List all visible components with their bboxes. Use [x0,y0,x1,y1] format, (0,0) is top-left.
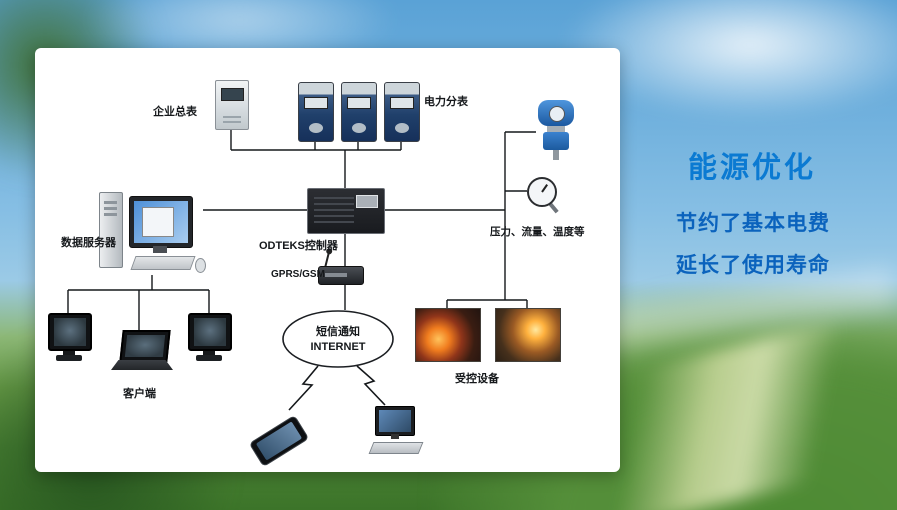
crt-neck [63,351,75,355]
transmitter-body [543,132,569,150]
slide-bullet: 延长了使用寿命 [676,254,830,277]
enterprise-meter-label: 企业总表 [153,106,197,118]
furnace-photo-icon [495,308,561,362]
power-submeter-label: 电力分表 [424,96,468,108]
diagram-panel: 企业总表 电力分表 压力、流量、温度等 ODTEKS控制器 数据服务器 GPRS… [35,48,620,472]
server-monitor [129,196,193,248]
internet-cloud-ellipse [282,310,394,368]
clients-label: 客户端 [123,388,156,400]
meter-display [221,88,244,101]
keyboard-icon [130,256,196,270]
pressure-transmitter-icon [536,100,576,164]
meter-display [304,97,328,109]
data-server-label: 数据服务器 [61,237,116,249]
enterprise-meter-icon [215,80,249,130]
keyboard-icon [368,442,424,454]
client-monitor-icon [188,313,232,363]
internet-cloud-text: 短信通知 INTERNET [285,325,391,355]
meter-bus-line [230,128,402,188]
power-submeter-icon [384,82,420,142]
crt-screen [188,313,232,351]
client-bus-line [67,209,307,330]
server-tower [99,192,123,268]
meter-display [347,97,371,109]
background-light-band [595,267,897,351]
lightning-bolt-icon [356,365,386,406]
transmitter-neck [547,126,565,132]
power-submeter-icon [341,82,377,142]
sms-notify-text: 短信通知 [316,326,360,338]
pc-stand [391,434,399,439]
slide-bullet: 节约了基本电费 [676,212,830,235]
transmitter-head [538,100,574,126]
gauge-icon [527,177,567,217]
monitor-stand [153,246,167,253]
crt-neck [203,351,215,355]
internet-text: INTERNET [310,340,366,353]
sensor-equipment-line [383,131,536,308]
server-screen [134,201,188,243]
controlled-equipment-label: 受控设备 [455,373,499,385]
client-monitor-icon [48,313,92,363]
gsm-modem-icon [318,251,364,285]
lightning-bolt-icon [288,365,319,411]
modem-body [318,266,364,285]
crt-base [196,355,222,361]
slide-title: 能源优化 [688,152,817,184]
laptop-base [111,360,173,370]
furnace-photo-icon [415,308,481,362]
odteks-controller-icon [307,188,385,234]
meter-display [390,97,414,109]
transmitter-stem [553,150,559,160]
gprs-label: GPRS/GSM [271,269,325,280]
controller-terminals [314,197,354,225]
desktop-pc-icon [367,406,424,458]
power-submeter-icon [298,82,334,142]
crt-base [56,355,82,361]
sensors-label: 压力、流量、温度等 [490,226,585,238]
mouse-icon [195,258,206,273]
controller-display [356,195,378,208]
gauge-face [527,177,557,207]
pc-monitor [375,406,415,436]
data-server-icon [99,190,206,276]
crt-screen [48,313,92,351]
client-laptop-icon [111,330,173,372]
controller-label: ODTEKS控制器 [259,240,338,252]
laptop-screen [119,330,171,362]
